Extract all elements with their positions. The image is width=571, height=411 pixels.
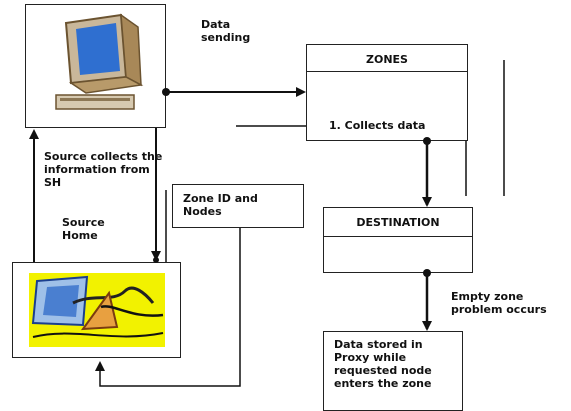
empty-zone-label: Empty zone problem occurs (451, 290, 547, 316)
source-collects-label: Source collects the information from SH (44, 150, 163, 189)
zone-id-label: Zone ID and Nodes (183, 192, 258, 218)
collects-data-label: 1. Collects data (329, 119, 426, 132)
source-home-box (12, 262, 181, 358)
data-stored-label: Data stored in Proxy while requested nod… (334, 338, 432, 390)
data-sending-label: Data sending (201, 18, 251, 44)
zones-title: ZONES (366, 53, 408, 66)
destination-box: DESTINATION (323, 207, 473, 273)
zones-divider (307, 71, 467, 72)
data-sending-dot (162, 88, 170, 96)
destination-title: DESTINATION (356, 216, 440, 229)
zones-box: ZONES 1. Collects data (306, 44, 468, 141)
home-clipart-icon (29, 273, 165, 347)
source-home-label: Source Home (62, 216, 105, 242)
data-stored-box: Data stored in Proxy while requested nod… (323, 331, 463, 411)
computer-icon (55, 13, 144, 110)
zone-id-return-arrow (95, 228, 241, 387)
destination-divider (324, 236, 472, 237)
source-computer-box (25, 4, 166, 128)
zone-id-box: Zone ID and Nodes (172, 184, 304, 228)
to-source-home-dot (153, 257, 159, 263)
